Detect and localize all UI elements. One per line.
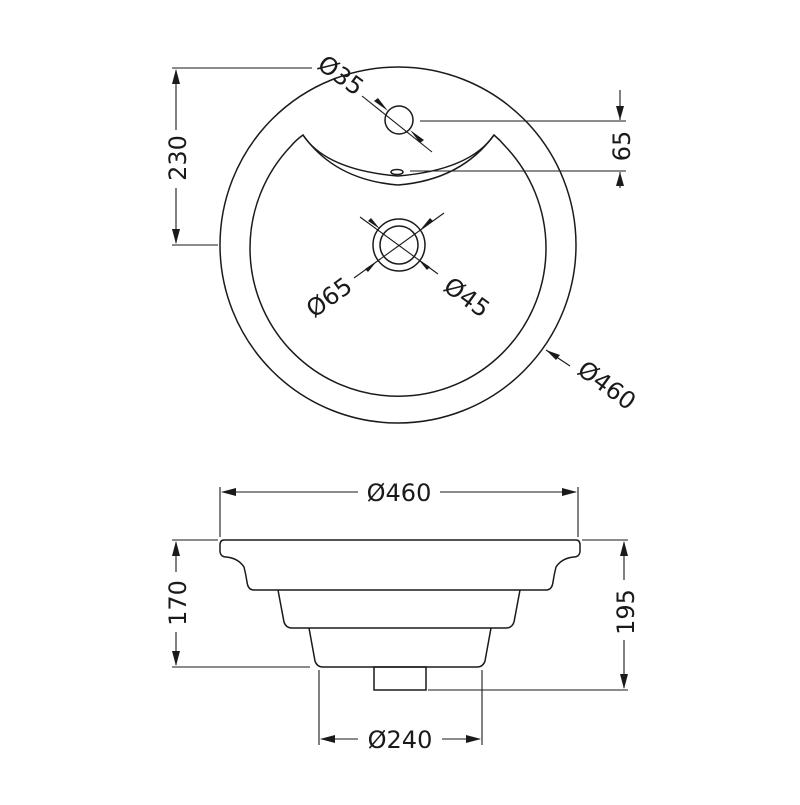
depth-to-centre-label: 230	[164, 135, 192, 181]
basin-outer-rim	[219, 66, 577, 424]
waste-inner-diameter-label: Ø45	[438, 272, 494, 324]
bowl-height-label: 170	[164, 580, 192, 626]
tap-to-overflow-label: 65	[608, 131, 636, 162]
basin-profile-middle-tier	[277, 589, 521, 629]
side-view	[219, 539, 581, 691]
plan-dimensions: 230 Ø35 65 Ø65 Ø45 Ø460	[164, 50, 641, 416]
basin-deck-lip	[302, 134, 495, 186]
side-dimensions: Ø460 170 195 Ø240	[164, 479, 640, 754]
basin-inner-bowl	[249, 133, 547, 397]
basin-profile-bottom-tier	[308, 627, 492, 668]
waste-outer	[372, 218, 426, 272]
tap-hole	[384, 105, 414, 135]
waste-outer-diameter-label: Ø65	[301, 272, 357, 324]
base-diameter-label: Ø240	[368, 726, 433, 754]
waste-outlet	[373, 666, 427, 691]
basin-profile-top-tier	[219, 539, 581, 591]
side-top-diameter-label: Ø460	[367, 479, 432, 507]
plan-view	[219, 66, 577, 424]
total-height-label: 195	[612, 589, 640, 635]
overflow-slot	[390, 168, 404, 176]
waste-inner	[379, 225, 419, 265]
overall-diameter-label: Ø460	[572, 355, 641, 416]
tap-hole-diameter-label: Ø35	[312, 50, 368, 102]
